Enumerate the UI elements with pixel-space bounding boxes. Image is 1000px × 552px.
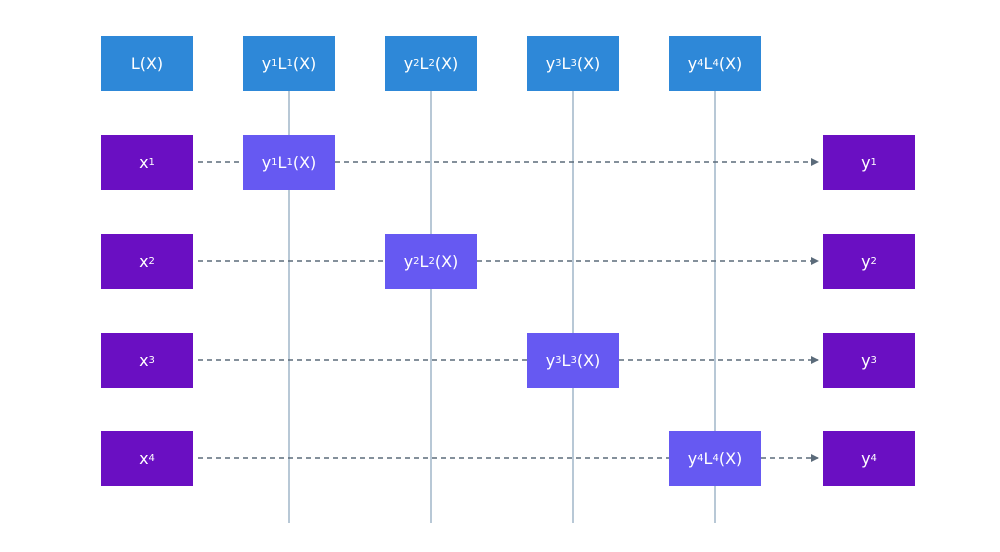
- header-label-tail: (X): [292, 54, 317, 73]
- input-label-main: x: [139, 351, 149, 370]
- term-label-mid: L: [703, 449, 713, 468]
- output-label-main: y: [861, 449, 871, 468]
- header-box-lx: L(X): [101, 36, 193, 91]
- header-label: L(X): [130, 54, 164, 73]
- term-label-main: y: [687, 449, 698, 468]
- input-label-main: x: [139, 252, 149, 271]
- term-label-mid: L: [277, 153, 287, 172]
- term-label-mid: L: [561, 351, 571, 370]
- header-label-mid: L: [277, 54, 287, 73]
- input-label-main: x: [139, 449, 149, 468]
- header-label-tail: (X): [576, 54, 601, 73]
- header-label-main: y: [403, 54, 414, 73]
- output-label-main: y: [861, 252, 871, 271]
- header-label-mid: L: [703, 54, 713, 73]
- term-label-mid: L: [419, 252, 429, 271]
- term-label-tail: (X): [434, 252, 459, 271]
- header-label-tail: (X): [434, 54, 459, 73]
- input-label-main: x: [139, 153, 149, 172]
- term-label-tail: (X): [718, 449, 743, 468]
- term-label-tail: (X): [292, 153, 317, 172]
- header-label-mid: L: [419, 54, 429, 73]
- output-label-main: y: [861, 153, 871, 172]
- term-label-main: y: [545, 351, 556, 370]
- header-label-mid: L: [561, 54, 571, 73]
- term-label-main: y: [261, 153, 272, 172]
- term-label-tail: (X): [576, 351, 601, 370]
- term-label-main: y: [403, 252, 414, 271]
- header-label-main: y: [687, 54, 698, 73]
- header-label-main: y: [545, 54, 556, 73]
- header-label-tail: (X): [718, 54, 743, 73]
- output-label-main: y: [861, 351, 871, 370]
- header-label-main: y: [261, 54, 272, 73]
